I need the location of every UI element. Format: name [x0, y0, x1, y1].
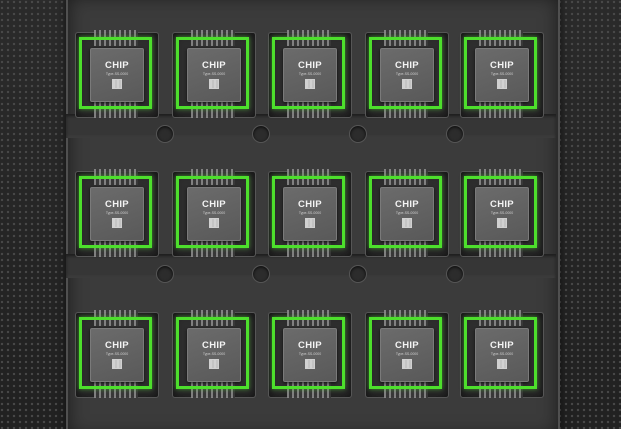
qr-code-icon	[402, 218, 412, 228]
detection-box	[464, 176, 537, 248]
chip-sublabel: Type-SS-0000	[202, 352, 226, 356]
qr-code-icon	[209, 218, 219, 228]
chip-sublabel: Type-SS-0000	[105, 352, 129, 356]
tray-alignment-hole	[446, 265, 464, 283]
qr-code-icon	[497, 359, 507, 369]
chip-label: CHIP	[395, 199, 419, 210]
detection-box	[176, 37, 249, 109]
qr-code-icon	[112, 79, 122, 89]
detection-box	[79, 37, 152, 109]
detection-box	[369, 176, 442, 248]
chip-sublabel: Type-SS-0000	[490, 352, 514, 356]
detection-box	[272, 317, 345, 389]
detection-box	[369, 37, 442, 109]
tray-alignment-hole	[446, 125, 464, 143]
qr-code-icon	[209, 359, 219, 369]
chip-label: CHIP	[395, 60, 419, 71]
chip-sublabel: Type-SS-0000	[202, 211, 226, 215]
chip-label: CHIP	[395, 340, 419, 351]
tray-alignment-hole	[252, 265, 270, 283]
qr-code-icon	[305, 359, 315, 369]
qr-code-icon	[402, 359, 412, 369]
detection-box	[176, 176, 249, 248]
tray-divider-bar	[66, 254, 556, 278]
detection-box	[272, 37, 345, 109]
qr-code-icon	[112, 359, 122, 369]
chip-sublabel: Type-SS-0000	[105, 72, 129, 76]
chip-label: CHIP	[105, 199, 129, 210]
tray-alignment-hole	[156, 265, 174, 283]
detection-box	[464, 317, 537, 389]
chip-label: CHIP	[202, 199, 226, 210]
qr-code-icon	[112, 218, 122, 228]
qr-code-icon	[497, 79, 507, 89]
detection-box	[79, 176, 152, 248]
chip-sublabel: Type-SS-0000	[298, 72, 322, 76]
tray-alignment-hole	[349, 265, 367, 283]
detection-box	[464, 37, 537, 109]
qr-code-icon	[209, 79, 219, 89]
qr-code-icon	[402, 79, 412, 89]
chip-label: CHIP	[490, 340, 514, 351]
tray-alignment-hole	[349, 125, 367, 143]
tray-alignment-hole	[156, 125, 174, 143]
chip-label: CHIP	[490, 60, 514, 71]
detection-box	[272, 176, 345, 248]
chip-sublabel: Type-SS-0000	[490, 211, 514, 215]
detection-box	[79, 317, 152, 389]
chip-label: CHIP	[105, 60, 129, 71]
detection-box	[176, 317, 249, 389]
chip-label: CHIP	[298, 199, 322, 210]
detection-box	[369, 317, 442, 389]
chip-label: CHIP	[202, 60, 226, 71]
qr-code-icon	[305, 79, 315, 89]
chip-sublabel: Type-SS-0000	[298, 352, 322, 356]
chip-sublabel: Type-SS-0000	[395, 352, 419, 356]
chip-label: CHIP	[105, 340, 129, 351]
chip-label: CHIP	[298, 60, 322, 71]
chip-sublabel: Type-SS-0000	[202, 72, 226, 76]
chip-sublabel: Type-SS-0000	[395, 72, 419, 76]
qr-code-icon	[497, 218, 507, 228]
chip-sublabel: Type-SS-0000	[105, 211, 129, 215]
chip-label: CHIP	[490, 199, 514, 210]
chip-label: CHIP	[202, 340, 226, 351]
chip-sublabel: Type-SS-0000	[490, 72, 514, 76]
tray-alignment-hole	[252, 125, 270, 143]
chip-sublabel: Type-SS-0000	[395, 211, 419, 215]
qr-code-icon	[305, 218, 315, 228]
chip-label: CHIP	[298, 340, 322, 351]
tray-divider-bar	[66, 114, 556, 138]
chip-sublabel: Type-SS-0000	[298, 211, 322, 215]
